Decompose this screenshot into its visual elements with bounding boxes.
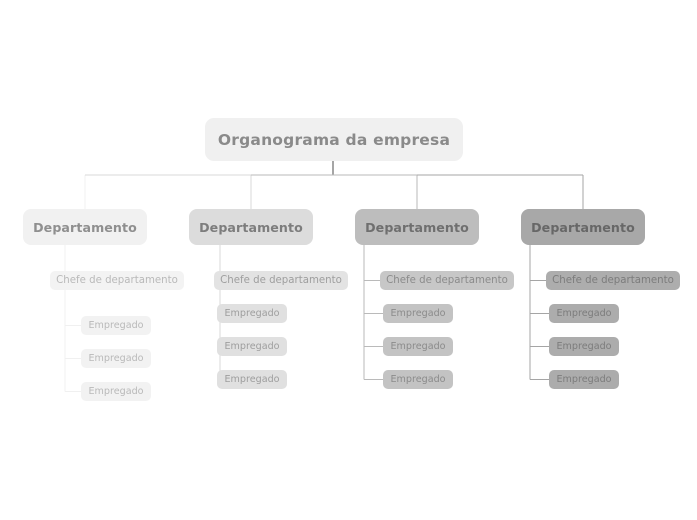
column-2-department-node[interactable]: Departamento (189, 209, 313, 245)
column-2-employee-node-1[interactable]: Empregado (217, 304, 287, 323)
column-3-employee-node-1[interactable]: Empregado (383, 304, 453, 323)
column-1-employee-node-3[interactable]: Empregado (81, 382, 151, 401)
column-3-employee-node-3[interactable]: Empregado (383, 370, 453, 389)
column-4-department-node[interactable]: Departamento (521, 209, 645, 245)
column-1-chief-node[interactable]: Chefe de departamento (50, 271, 184, 290)
column-2-chief-node[interactable]: Chefe de departamento (214, 271, 348, 290)
column-1-department-node[interactable]: Departamento (23, 209, 147, 245)
column-4-chief-node[interactable]: Chefe de departamento (546, 271, 680, 290)
column-4-employee-node-2[interactable]: Empregado (549, 337, 619, 356)
column-4-employee-node-3[interactable]: Empregado (549, 370, 619, 389)
column-1-employee-node-2[interactable]: Empregado (81, 349, 151, 368)
column-1-employee-node-1[interactable]: Empregado (81, 316, 151, 335)
root-node-organograma[interactable]: Organograma da empresa (205, 118, 463, 161)
column-2-employee-node-2[interactable]: Empregado (217, 337, 287, 356)
column-4-employee-node-1[interactable]: Empregado (549, 304, 619, 323)
column-2-employee-node-3[interactable]: Empregado (217, 370, 287, 389)
column-3-chief-node[interactable]: Chefe de departamento (380, 271, 514, 290)
column-3-employee-node-2[interactable]: Empregado (383, 337, 453, 356)
column-3-department-node[interactable]: Departamento (355, 209, 479, 245)
